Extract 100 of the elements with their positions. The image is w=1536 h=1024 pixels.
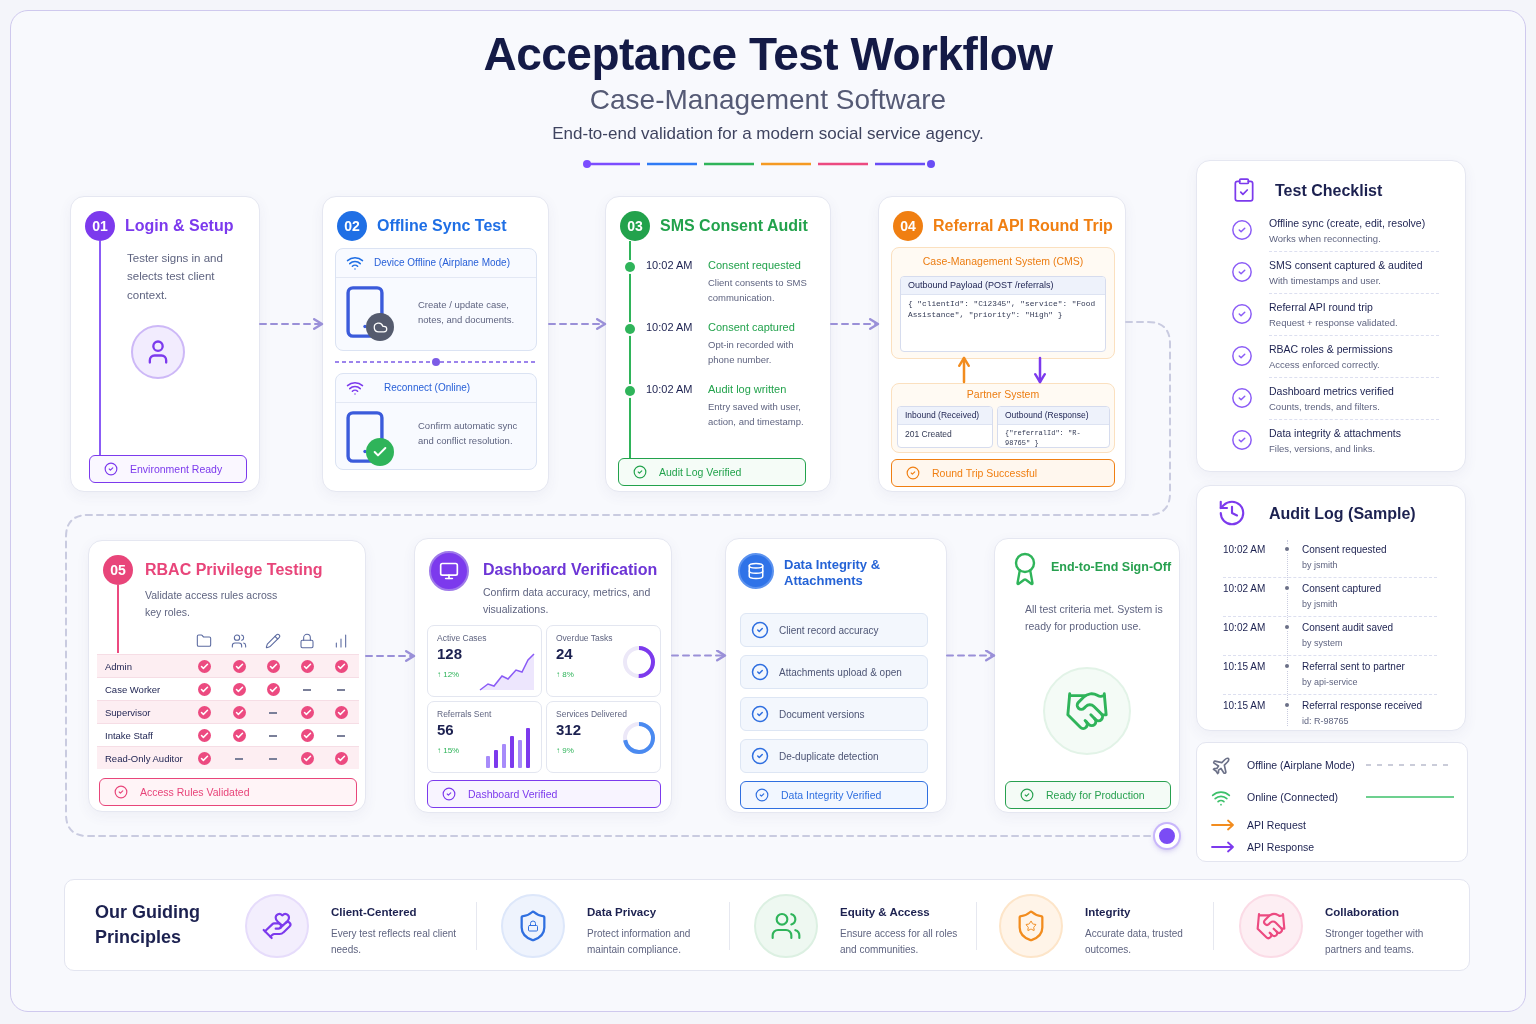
step-title: RBAC Privilege Testing [145, 560, 323, 580]
step-title: SMS Consent Audit [660, 216, 808, 236]
checklist-note: Request + response validated. [1269, 317, 1398, 328]
check-item [740, 613, 928, 647]
role-label: Supervisor [105, 707, 151, 718]
log-event: Referral sent to partner [1302, 661, 1405, 672]
card-description: Confirm data accuracy, metrics, and visualizations. [483, 585, 652, 617]
item-label: Document versions [779, 708, 865, 720]
step-title: Login & Setup [125, 216, 234, 236]
step-card [88, 540, 366, 812]
role-label: Intake Staff [105, 730, 153, 741]
role-label: Read-Only Auditor [105, 753, 183, 764]
arrow [958, 356, 970, 384]
event-description: Client consents to SMS communication. [708, 276, 808, 306]
step-title: Referral API Round Trip [933, 216, 1113, 236]
checklist-item: Data integrity & attachments [1269, 427, 1401, 439]
step-card [605, 196, 831, 492]
metric-value: 128 [437, 645, 463, 662]
status-code: 201 Created [904, 428, 953, 441]
metric-label: Referrals Sent [437, 709, 492, 719]
principle-title: Equity & Access [840, 906, 930, 918]
payload-header: Outbound Payload (POST /referrals) [901, 277, 1105, 295]
status-panel [335, 373, 537, 470]
legend-label: API Request [1247, 819, 1306, 831]
time-text: 10:15 AM [1223, 700, 1266, 711]
metric-label: Overdue Tasks [556, 633, 613, 643]
audit-log-panel [1196, 485, 1466, 731]
section-heading: Our Guiding Principles [95, 901, 201, 950]
card-description: All test criteria met. System is ready for production use. [1025, 602, 1164, 634]
panel-heading: Device Offline (Airplane Mode) [374, 257, 510, 268]
status-label: Audit Log Verified [659, 466, 742, 478]
system-panel [891, 247, 1115, 359]
principle-title: Data Privacy [587, 906, 657, 918]
section-title: Partner System [966, 388, 1040, 400]
step-card [725, 538, 947, 813]
event-title: Audit log written [708, 383, 787, 395]
time-text: 10:15 AM [1223, 661, 1266, 672]
time-text: 10:02 AM [1223, 622, 1266, 633]
principle-text: Accurate data, trusted outcomes. [1085, 927, 1184, 957]
legend-label: Offline (Airplane Mode) [1247, 759, 1355, 771]
event-title: Consent requested [708, 259, 801, 271]
principle-text: Every test reflects real client needs. [331, 927, 458, 957]
checklist-item: RBAC roles & permissions [1269, 343, 1393, 355]
checklist-note: Counts, trends, and filters. [1269, 401, 1380, 412]
principle-text: Stronger together with partners and teams. [1325, 927, 1425, 957]
end-point-dot [1155, 824, 1179, 848]
metric-change: ↑ 8% [556, 670, 574, 679]
time-text: 10:02 AM [1223, 583, 1266, 594]
step-title: Offline Sync Test [377, 216, 507, 236]
system-panel [891, 383, 1115, 453]
step-number: 05 [103, 555, 133, 585]
checklist-panel [1196, 160, 1466, 472]
metric-change: ↑ 15% [437, 746, 460, 755]
checklist-note: Files, versions, and links. [1269, 443, 1376, 454]
log-event: Consent audit saved [1302, 622, 1394, 633]
arrow [548, 318, 607, 330]
card-title: End-to-End Sign-Off [1051, 560, 1172, 576]
principle-title: Client-Centered [331, 906, 417, 918]
step-number: 01 [85, 211, 115, 241]
step-card [322, 196, 549, 492]
event-description: Entry saved with user, action, and timestamp. [708, 400, 805, 430]
principle-text: Protect information and maintain compliance. [587, 927, 692, 957]
metric-tile [427, 701, 542, 773]
item-label: De-duplicate detection [779, 750, 879, 762]
legend-label: Online (Connected) [1247, 791, 1339, 803]
log-event: Consent captured [1302, 583, 1381, 594]
checklist-item: Offline sync (create, edit, resolve) [1269, 217, 1426, 229]
status-label: Data Integrity Verified [781, 789, 882, 801]
log-actor: by jsmith [1302, 599, 1338, 609]
status-label: Dashboard Verified [468, 788, 558, 800]
metric-change: ↑ 12% [437, 670, 460, 679]
status-label: Ready for Production [1046, 789, 1145, 801]
legend-label: API Response [1247, 841, 1315, 853]
metric-tile [427, 625, 542, 697]
step-number: 02 [337, 211, 367, 241]
panel-title: Test Checklist [1275, 182, 1383, 200]
status-label: Environment Ready [130, 463, 223, 475]
card-title: Data Integrity & Attachments [784, 557, 882, 590]
arrow [946, 649, 996, 662]
step-card [70, 196, 260, 492]
step-description: Tester signs in and selects test client context. [127, 251, 224, 303]
principle-text: Ensure access for all roles and communities. [840, 927, 959, 957]
panel-text: Confirm automatic sync and conflict resolution. [418, 419, 519, 449]
section-title: Case-Management System (CMS) [922, 255, 1084, 267]
event-description: Opt-in recorded with phone number. [708, 338, 795, 368]
log-actor: id: R-98765 [1302, 716, 1349, 726]
checklist-item: Dashboard metrics verified [1269, 385, 1394, 397]
arrow [830, 318, 880, 330]
payload-card [897, 406, 993, 448]
step-number: 03 [620, 211, 650, 241]
log-actor: by system [1302, 638, 1343, 648]
check-item [740, 739, 928, 773]
panel-text: Create / update case, notes, and documents. [418, 298, 516, 328]
metric-value: 312 [556, 721, 582, 738]
log-event: Referral response received [1302, 700, 1423, 711]
payload-header: Outbound (Response) [998, 407, 1109, 425]
tagline: End-to-end validation for a modern social service agency. [552, 123, 984, 145]
checklist-note: With timestamps and user. [1269, 275, 1381, 286]
checklist-item: Referral API round trip [1269, 301, 1373, 313]
metric-label: Active Cases [437, 633, 487, 643]
